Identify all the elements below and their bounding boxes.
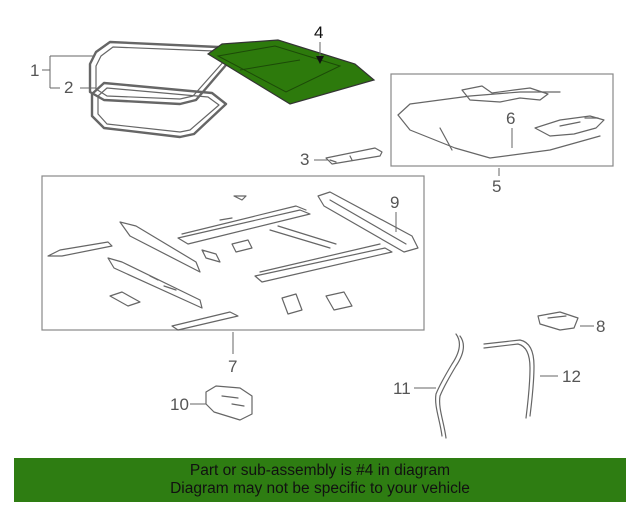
part-2-seal[interactable]	[90, 81, 228, 139]
part-11-drain-hose[interactable]	[435, 333, 465, 439]
info-banner: Part or sub-assembly is #4 in diagram Di…	[14, 458, 626, 502]
banner-line-1: Part or sub-assembly is #4 in diagram	[189, 462, 451, 479]
part-5-box	[390, 73, 614, 167]
callout-5: 5	[492, 177, 501, 196]
callout-11: 11	[393, 379, 411, 398]
part-9-rail[interactable]	[317, 191, 419, 253]
callout-9: 9	[390, 193, 399, 212]
callout-2: 2	[64, 78, 73, 97]
part-8-bracket[interactable]	[537, 311, 579, 331]
callout-6: 6	[506, 109, 515, 128]
callout-10: 10	[170, 395, 189, 414]
callout-1: 1	[30, 61, 39, 80]
callout-3: 3	[300, 150, 309, 169]
leader-4-arrow	[316, 56, 324, 64]
parts-diagram: 1 2 4 6 5 3	[30, 23, 614, 439]
callout-4: 4	[314, 23, 323, 42]
callout-8: 8	[596, 317, 605, 336]
callout-12: 12	[562, 367, 581, 386]
part-4-sunshade-highlighted[interactable]	[206, 39, 376, 105]
part-1-glass[interactable]	[88, 40, 234, 106]
part-3-bracket[interactable]	[325, 147, 383, 165]
callout-7: 7	[228, 357, 237, 376]
part-7-frame-assembly[interactable]	[47, 195, 393, 331]
part-12-drain-hose[interactable]	[483, 339, 535, 419]
part-10-motor[interactable]	[205, 385, 253, 421]
part-5-drive-cables[interactable]	[397, 85, 605, 159]
leader-1	[42, 55, 94, 89]
part-7-box	[41, 175, 425, 331]
banner-line-2: Diagram may not be specific to your vehi…	[170, 480, 470, 497]
